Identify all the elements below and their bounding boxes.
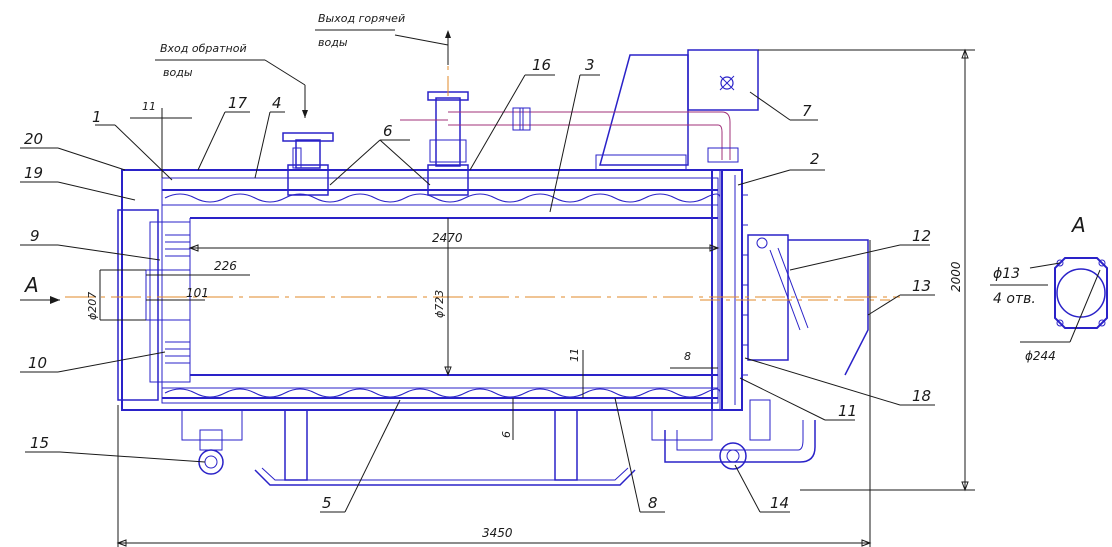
dim-101: 101 [186, 286, 209, 300]
callout-1: 1 [92, 108, 102, 126]
callout-15: 15 [30, 434, 49, 452]
callout-11: 11 [838, 402, 857, 420]
section-arrow-label: А [23, 273, 39, 297]
callout-3: 3 [585, 56, 595, 74]
callout-20: 20 [24, 130, 43, 148]
dim-723: ϕ723 [433, 290, 446, 318]
dim-11-top: 11 [142, 100, 156, 113]
section-label-right: А [1070, 213, 1086, 237]
callout-4: 4 [272, 94, 282, 112]
callout-7: 7 [802, 102, 812, 120]
hole-diameter: ϕ13 [993, 266, 1020, 282]
inlet-label-2: воды [163, 66, 193, 79]
callout-10: 10 [28, 354, 47, 372]
dim-6: 6 [500, 431, 513, 438]
callout-6: 6 [383, 122, 393, 140]
callout-18: 18 [912, 387, 931, 405]
callout-2: 2 [810, 150, 820, 168]
flange-diameter: ϕ244 [1025, 349, 1056, 363]
hole-count: 4 отв. [993, 291, 1036, 307]
callout-13: 13 [912, 277, 931, 295]
callout-12: 12 [912, 227, 931, 245]
callout-16: 16 [532, 56, 551, 74]
callout-14: 14 [770, 494, 789, 512]
text-labels: Вход обратной воды Выход горячей воды А … [23, 12, 1086, 540]
callout-9: 9 [30, 227, 40, 245]
outlet-label-1: Выход горячей [318, 12, 405, 25]
inlet-label-1: Вход обратной [160, 42, 247, 55]
section-view-a [990, 257, 1108, 343]
callout-5: 5 [322, 494, 332, 512]
dim-2470: 2470 [432, 231, 463, 245]
dim-8: 8 [684, 350, 691, 363]
dim-2000: 2000 [949, 261, 963, 292]
callout-17: 17 [228, 94, 248, 112]
dim-3450: 3450 [482, 526, 513, 540]
dim-11-bottom: 11 [568, 348, 581, 362]
boiler-body [117, 49, 869, 486]
dimension-lines [20, 29, 975, 547]
callout-19: 19 [24, 164, 43, 182]
dim-226: 226 [214, 259, 237, 273]
dim-207: ϕ207 [86, 292, 99, 320]
outlet-label-2: воды [318, 36, 348, 49]
callout-8: 8 [648, 494, 658, 512]
leader-lines [20, 74, 935, 513]
